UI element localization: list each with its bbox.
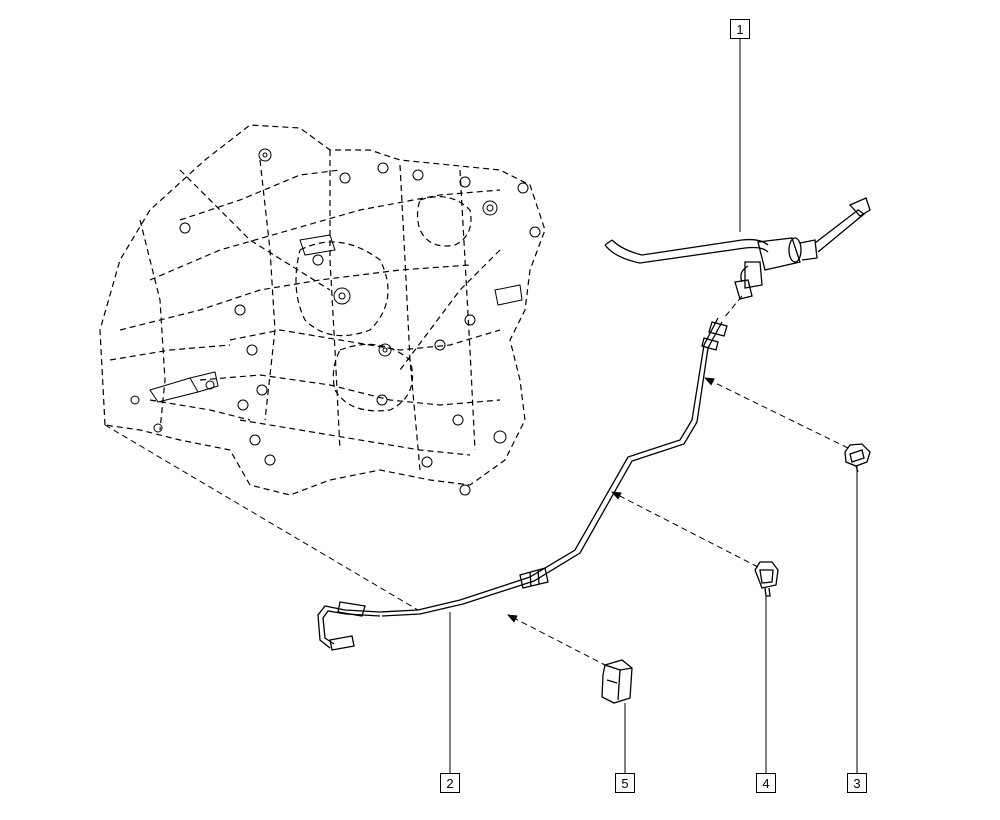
gearbox-housing — [99, 124, 546, 496]
callout-4-label: 4 — [762, 775, 770, 791]
callout-4: 4 — [756, 773, 776, 793]
callout-1: 1 — [730, 19, 750, 39]
bracket-part-5 — [601, 659, 633, 704]
clutch-hydraulic-pipe — [317, 317, 728, 651]
fastener-part-4 — [754, 561, 779, 597]
gearbox-bolts — [130, 148, 541, 496]
callout-3-label: 3 — [853, 775, 861, 791]
clutch-master-cylinder — [604, 197, 871, 300]
callout-2: 2 — [440, 773, 460, 793]
callout-3: 3 — [847, 773, 867, 793]
assembly-arrows — [104, 295, 849, 667]
callout-5: 5 — [615, 773, 635, 793]
callout-5-label: 5 — [621, 775, 629, 791]
leader-lines — [449, 38, 858, 773]
callout-1-label: 1 — [736, 21, 744, 37]
callout-2-label: 2 — [446, 775, 454, 791]
